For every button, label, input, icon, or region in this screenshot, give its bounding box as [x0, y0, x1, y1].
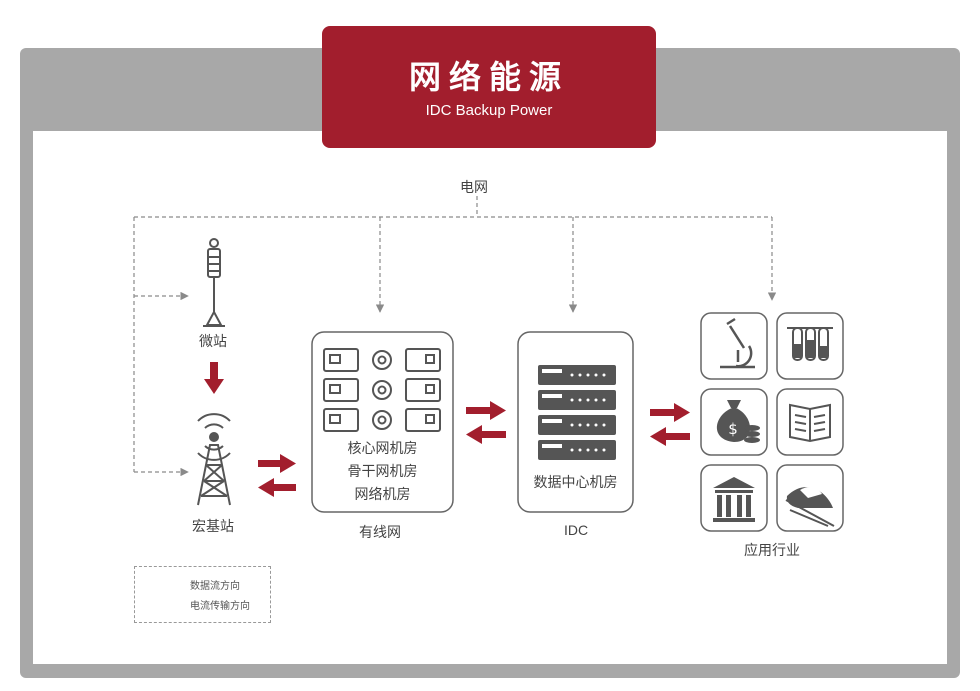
- server-rack-icon: [538, 365, 616, 460]
- network-room-label: 网络机房: [354, 487, 411, 503]
- microscope-icon: [720, 317, 755, 369]
- grid-label: 电网: [460, 180, 488, 196]
- bank-building-icon: [713, 477, 755, 522]
- data-flow-arrows-2: [466, 401, 506, 444]
- core-network-room-label: 核心网机房: [347, 441, 418, 457]
- wired-box-text: 核心网机房 骨干网机房 网络机房: [312, 438, 453, 507]
- banner-subtitle: IDC Backup Power: [425, 102, 553, 119]
- legend: 数据流方向 电流传输方向: [134, 566, 271, 623]
- test-tubes-icon: [787, 327, 833, 361]
- open-book-icon: [789, 403, 831, 443]
- high-speed-train-icon: [785, 487, 835, 527]
- cell-tower-icon: [197, 413, 231, 506]
- backbone-network-room-label: 骨干网机房: [347, 464, 418, 480]
- legend-data-flow: 数据流方向: [190, 581, 240, 592]
- wired-network-label: 有线网: [359, 525, 401, 541]
- data-center-room-label: 数据中心机房: [533, 475, 618, 491]
- micro-station-label: 微站: [199, 334, 227, 350]
- macro-station-label: 宏基站: [192, 519, 234, 535]
- money-bag-icon: $: [716, 400, 760, 443]
- idc-label: IDC: [564, 522, 589, 538]
- applications-label: 应用行业: [744, 543, 800, 559]
- data-flow-arrows-3: [650, 403, 690, 446]
- network-equipment-icon: [323, 348, 441, 432]
- data-flow-arrow-down: [204, 362, 224, 394]
- legend-power-flow: 电流传输方向: [190, 601, 250, 612]
- data-flow-arrows-1: [258, 454, 296, 497]
- title-banner: 网络能源 IDC Backup Power: [322, 26, 656, 148]
- banner-title: 网络能源: [408, 58, 569, 96]
- wired-network-box: [311, 331, 454, 513]
- power-grid-lines: [133, 196, 777, 477]
- svg-text:$: $: [728, 420, 738, 438]
- antenna-icon: [203, 238, 225, 327]
